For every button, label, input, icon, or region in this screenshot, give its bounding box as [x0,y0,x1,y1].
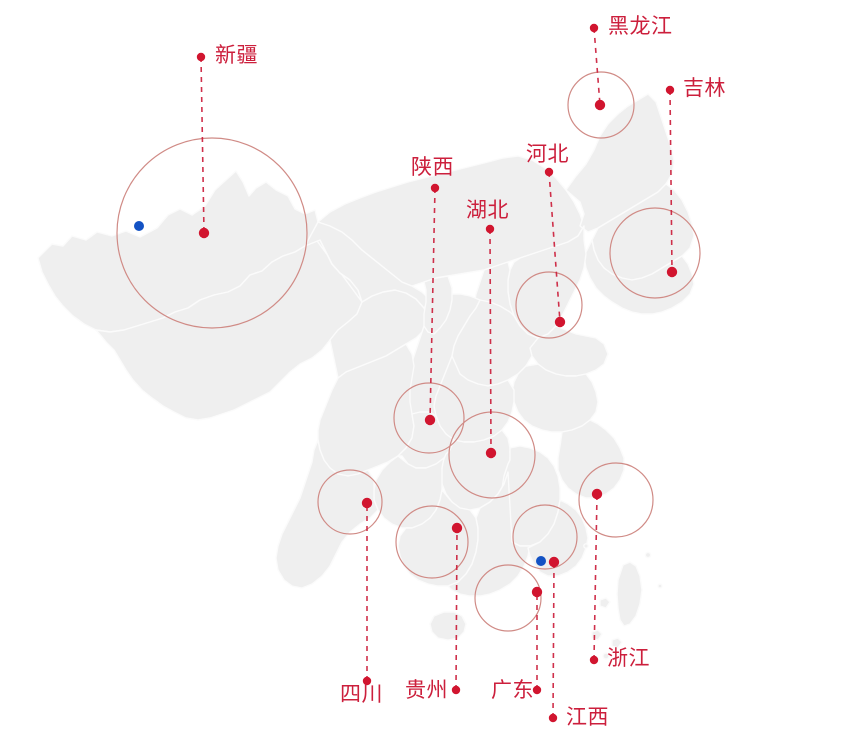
label-anchor-dot-jilin[interactable] [665,85,675,95]
label-anchor-dot-zhejiang[interactable] [589,655,599,665]
map-marker-dot-zhejiang[interactable] [591,488,603,500]
label-anchor-dot-heilongjiang[interactable] [589,23,599,33]
island-speck-4 [583,543,589,549]
highlight-circle-guangdong [474,564,542,632]
province-heilongjiang [565,93,675,233]
label-anchor-dot-hubei[interactable] [485,224,495,234]
map-marker-dot-guizhou[interactable] [451,522,463,534]
highlight-circle-hebei [515,271,583,339]
leader-line-hubei [489,228,492,454]
leader-line-jiangxi [552,561,555,719]
province-label-hebei[interactable]: 河北 [526,142,569,166]
map-marker-dot-xinjiang[interactable] [198,227,210,239]
leader-line-guizhou [455,527,458,691]
highlight-circle-sichuan [317,469,383,535]
label-anchor-dot-guizhou[interactable] [451,685,461,695]
label-anchor-dot-guangdong[interactable] [532,685,542,695]
province-taiwan [616,561,643,627]
label-anchor-dot-xinjiang[interactable] [196,52,206,62]
label-anchor-dot-jiangxi[interactable] [548,713,558,723]
highlight-circle-heilongjiang [567,71,635,139]
leader-line-jilin [669,89,673,273]
map-marker-dot-guangdong[interactable] [531,586,543,598]
province-label-guizhou[interactable]: 贵州 [405,678,448,702]
highlight-circle-jiangxi [512,504,578,570]
highlight-circle-xinjiang [116,137,308,329]
map-marker-dot-shaanxi[interactable] [424,414,436,426]
province-zhejiang [557,419,625,499]
province-label-xinjiang[interactable]: 新疆 [215,43,258,67]
province-label-hubei[interactable]: 湖北 [466,198,509,222]
province-label-shaanxi[interactable]: 陕西 [411,155,454,179]
province-label-sichuan[interactable]: 四川 [340,682,383,706]
highlight-circle-guizhou [395,505,469,579]
map-marker-dot-hebei[interactable] [554,316,566,328]
province-label-jiangxi[interactable]: 江西 [566,705,609,729]
map-marker-dot-blue-1[interactable] [134,221,144,231]
leader-line-shaanxi [429,187,436,421]
marker-overlay [116,23,701,723]
label-anchor-dot-sichuan[interactable] [362,676,372,686]
map-marker-dot-blue-2[interactable] [536,556,546,566]
highlight-circle-zhejiang [578,462,654,538]
highlight-circle-shaanxi [393,382,465,454]
province-label-heilongjiang[interactable]: 黑龙江 [608,14,673,38]
province-label-zhejiang[interactable]: 浙江 [607,646,650,670]
map-marker-dot-jilin[interactable] [666,266,678,278]
highlight-circle-jilin [609,207,701,299]
island-speck-3 [602,652,610,660]
map-marker-dot-heilongjiang[interactable] [594,99,606,111]
highlight-circle-hubei [448,411,536,499]
island-dots [591,597,623,649]
label-anchor-dot-hebei[interactable] [544,167,554,177]
island-speck-1 [644,551,652,559]
province-label-jilin[interactable]: 吉林 [683,76,726,100]
province-ningxia [423,275,453,335]
map-marker-dot-jiangxi[interactable] [548,556,560,568]
province-label-guangdong[interactable]: 广东 [491,678,534,702]
province-hainan [429,611,467,641]
map-marker-dot-sichuan[interactable] [361,497,373,509]
province-jiangsu-anhui [511,363,599,433]
province-liaoning [583,239,695,315]
province-yunnan [275,439,379,589]
label-anchor-dot-shaanxi[interactable] [430,183,440,193]
leader-line-heilongjiang [593,27,601,106]
island-speck-2 [657,583,663,589]
map-marker-dot-hubei[interactable] [485,447,497,459]
china-landmass [37,93,695,660]
leader-line-zhejiang [593,493,598,661]
